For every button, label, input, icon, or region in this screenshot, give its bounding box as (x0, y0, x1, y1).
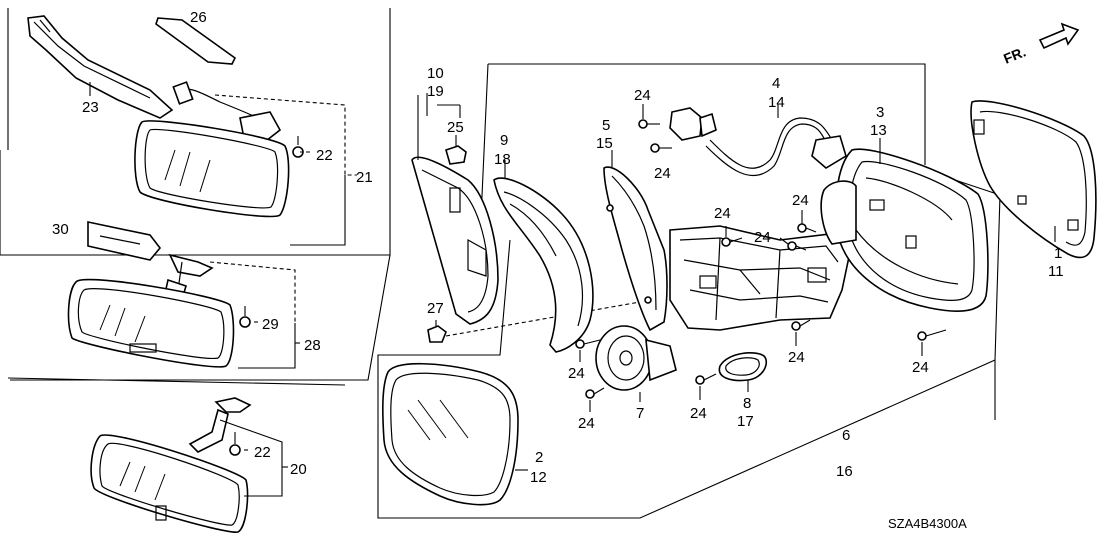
mirror-housing-10-19 (411, 93, 641, 343)
callout-15: 15 (596, 135, 613, 152)
callout-18: 18 (494, 151, 511, 168)
callout-8: 8 (743, 395, 751, 412)
actuator-frame (669, 225, 851, 331)
callout-10: 10 (427, 65, 444, 82)
callout-22: 22 (316, 147, 333, 164)
callout-24: 24 (754, 229, 771, 246)
callout-3: 3 (876, 104, 884, 121)
callout-23: 23 (82, 99, 99, 116)
rearview-mirror-20 (90, 397, 288, 533)
skull-cap-3-13 (820, 138, 989, 312)
outer-cover-1-11 (970, 100, 1097, 259)
callout-28: 28 (304, 337, 321, 354)
callout-13: 13 (870, 122, 887, 139)
callout-6: 6 (842, 427, 850, 444)
callout-30: 30 (52, 221, 69, 238)
callout-7: 7 (636, 405, 644, 422)
callout-16: 16 (836, 463, 853, 480)
screws-24 (575, 104, 947, 412)
callout-24: 24 (578, 415, 595, 432)
callout-19: 19 (427, 83, 444, 100)
mirror-base-5-15 (603, 150, 668, 332)
callout-29: 29 (262, 316, 279, 333)
callout-5: 5 (602, 117, 610, 134)
callout-24: 24 (634, 87, 651, 104)
direction-label: FR. (1001, 43, 1028, 66)
cap-cover-9-18 (493, 160, 594, 353)
diagram-code: SZA4B4300A (888, 516, 967, 531)
gasket-8-17 (718, 352, 768, 392)
callout-11: 11 (1048, 263, 1064, 280)
callout-27: 27 (427, 300, 444, 317)
callout-24: 24 (714, 205, 731, 222)
front-direction-arrow-icon (1038, 22, 1080, 50)
callout-9: 9 (500, 132, 508, 149)
callout-22: 22 (254, 444, 271, 461)
harness-4-14 (669, 104, 847, 177)
rearview-mirror-28 (67, 221, 300, 369)
door-mirror-frame (377, 63, 1001, 519)
callout-24: 24 (912, 359, 929, 376)
callout-4: 4 (772, 75, 780, 92)
rearview-mirror-21 (27, 15, 357, 246)
callout-17: 17 (737, 413, 754, 430)
callout-24: 24 (792, 192, 809, 209)
callout-14: 14 (768, 94, 785, 111)
callout-1: 1 (1054, 245, 1062, 262)
callout-24: 24 (654, 165, 671, 182)
callout-20: 20 (290, 461, 307, 478)
callout-26: 26 (190, 9, 207, 26)
callout-12: 12 (530, 469, 547, 486)
mirror-motor-7 (595, 325, 677, 402)
callout-2: 2 (535, 449, 543, 466)
callout-labels: 26 23 22 21 30 29 28 22 20 10 19 25 27 9… (52, 9, 1064, 531)
callout-24: 24 (788, 349, 805, 366)
callout-25: 25 (447, 119, 464, 136)
callout-24: 24 (690, 405, 707, 422)
frame-lines (0, 8, 391, 386)
callout-21: 21 (356, 169, 373, 186)
callout-24: 24 (568, 365, 585, 382)
mirror-glass-2-12 (382, 362, 528, 506)
